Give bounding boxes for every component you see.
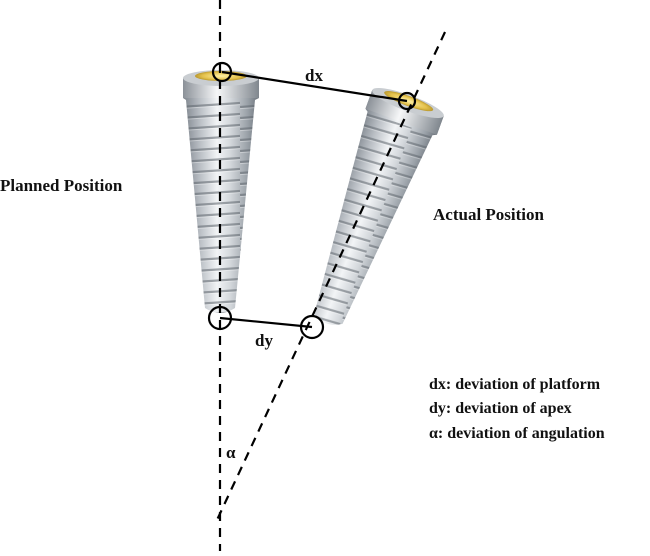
legend: dx: deviation of platform dy: deviation …	[429, 376, 605, 442]
actual-platform-marker	[397, 91, 417, 111]
actual-implant	[314, 87, 444, 325]
planned-apex-marker	[207, 305, 233, 331]
actual-axis	[216, 31, 446, 521]
planned-platform-marker	[211, 61, 233, 83]
dx-label: dx	[305, 66, 323, 85]
planned-position-label: Planned Position	[0, 176, 123, 195]
actual-apex-marker	[299, 314, 325, 340]
actual-position-label: Actual Position	[433, 205, 545, 224]
dy-label: dy	[255, 331, 273, 350]
legend-item-dy: dy: deviation of apex	[429, 400, 572, 417]
legend-item-dx: dx: deviation of platform	[429, 376, 601, 393]
dx-line	[221, 70, 408, 103]
alpha-label: α	[226, 443, 236, 462]
dy-line	[219, 316, 313, 329]
legend-item-alpha: α: deviation of angulation	[429, 425, 605, 442]
